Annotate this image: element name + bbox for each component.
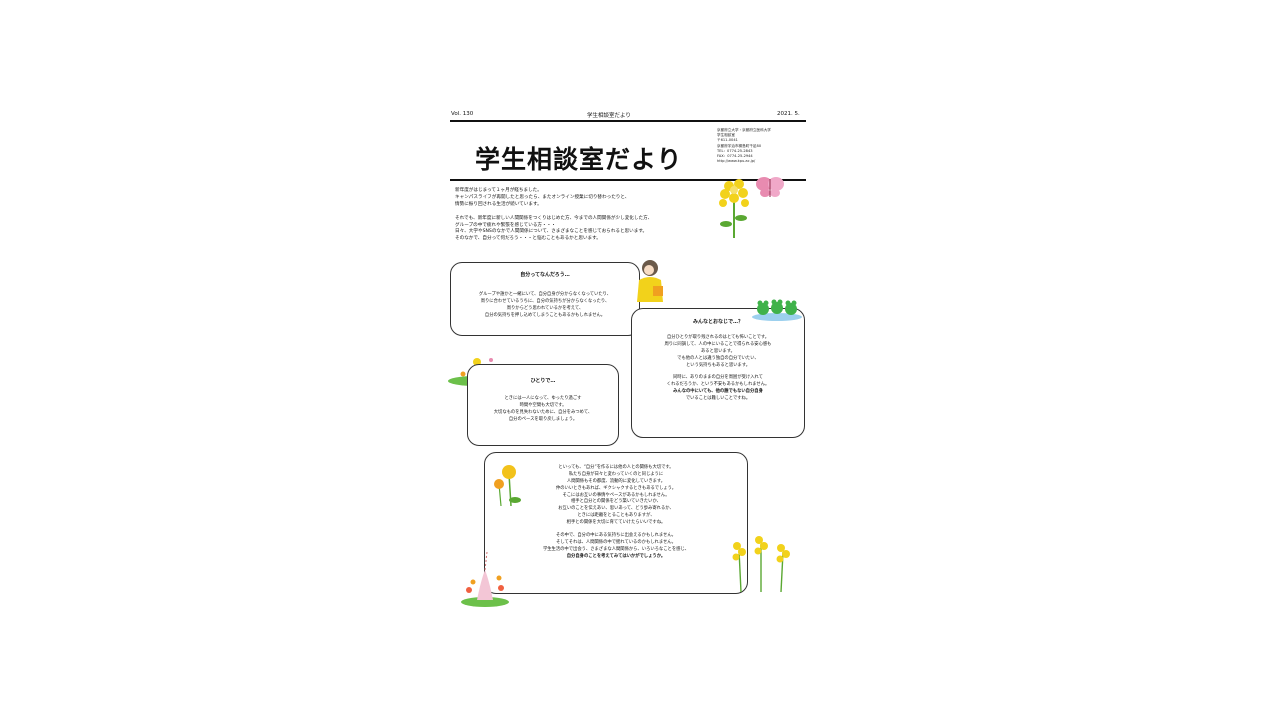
butterfly-icon xyxy=(756,177,784,197)
box-line: みんなの中にいても、他の誰でもない自分自身 xyxy=(673,389,763,395)
box-line: ときには距離をとることもありますが、 xyxy=(577,513,655,519)
box-line: でも他の人とは違う独自の自分でいたい、 xyxy=(677,355,759,361)
box-line: ときには一人になって、ゆったり過ごす xyxy=(504,396,582,401)
intro-text: 新年度がはじまって１ヶ月が経ちました。 キャンパスライフが再開したと思ったら、ま… xyxy=(455,188,695,243)
header-center-title: 学生相談室だより xyxy=(587,113,631,119)
intro-line: 情勢に振り回される生活が続いています。 xyxy=(455,201,542,207)
top-rule xyxy=(450,120,806,122)
self-question-box: 自分ってなんだろう… グループや誰かと一緒にいて、自分自身が分からなくなっていた… xyxy=(450,262,640,336)
box-line: お互いのことを伝えあい、思いあって、どう歩み寄れるか、 xyxy=(558,506,674,512)
box-line: 相手と自分との関係をどう築いていきたいか、 xyxy=(571,499,661,505)
issue-date: 2021. 5. xyxy=(777,111,800,117)
box-line: 時間や空間も大切です。 xyxy=(519,402,567,408)
frogs-icon xyxy=(752,299,802,321)
box-line: 大切なものを見失わないために、自分をみつめて、 xyxy=(493,409,593,415)
box-line: 仲のいいときもあれば、ギクシャクするときもあるでしょう。 xyxy=(555,485,677,491)
girl-illustration-icon xyxy=(637,260,663,302)
dandelion-icon xyxy=(494,465,521,507)
box-line: そしてそれは、人間関係の中で揺れているのかもしれません。 xyxy=(556,539,676,545)
box-line: 自分自身のことを考えてみてはいかがでしょうか。 xyxy=(566,553,666,559)
box-line: そこにはお互いの事情やペースがあるかもしれません。 xyxy=(562,492,670,498)
box-line: 人間関係もその都度、流動的に変化していきます。 xyxy=(566,478,666,484)
intro-line: そのなかで、自分って何だろう・・・と悩むこともあるかと思います。 xyxy=(455,236,601,242)
box-heading: 自分ってなんだろう… xyxy=(520,272,570,278)
same-as-others-box: みんなとおなじで…？ 自分ひとりが取り残されるのはとても怖いことです。 周りに同… xyxy=(631,308,805,438)
alone-box: ひとりで… ときには一人になって、ゆったり過ごす 時間や空間も大切です。 大切な… xyxy=(467,364,619,446)
contact-info: 京都府立大学・京都府立医科大学 学生相談室 〒611-0041 京都府宇治市槇島… xyxy=(717,128,807,164)
box-line: 周りに合わせているうちに、自分の気持ちが分からなくなったり、 xyxy=(480,298,610,304)
rapeseed-cluster-icon xyxy=(732,536,790,593)
page-title: 学生相談室だより xyxy=(475,145,683,174)
intro-line: グループの中で疲れや緊張を感じている方・・・ xyxy=(455,222,556,228)
address-line: 〒611-0041 xyxy=(717,138,738,143)
address-line: http://www.kpu.ac.jp/ xyxy=(717,159,756,164)
box-line: 周りからどう思われているかを考えて、 xyxy=(506,305,584,311)
box-line: くれるだろうか、という不安もあるかもしれません。 xyxy=(666,382,770,388)
volume-number: Vol. 130 xyxy=(451,111,474,117)
box-heading: ひとりで… xyxy=(530,378,556,384)
flower-bush-icon xyxy=(461,551,509,607)
intro-line: それでも、新年度に新しい人間関係をつくりはじめた方、今までの人間関係が少し変化し… xyxy=(455,215,653,221)
address-line: 京都府立大学・京都府立医科大学 xyxy=(717,128,771,132)
box-line: グループや誰かと一緒にいて、自分自身が分からなくなっていたり、 xyxy=(478,292,612,297)
box-line: あると思います。 xyxy=(701,348,735,354)
intro-line xyxy=(455,209,695,216)
address-line: FAX：0774-25-2944 xyxy=(717,154,753,159)
box-line: 自分ひとりが取り残されるのはとても怖いことです。 xyxy=(666,335,770,340)
box-line: その中で、自分の中にある気持ちに出会えるかもしれません。 xyxy=(556,532,676,538)
box-line: 自分のペースを取り戻しましょう。 xyxy=(508,416,578,422)
address-line: TEL：0774-25-2843 xyxy=(717,148,753,153)
intro-line: 日々、大学やSNSのなかで人間関係について、さまざまなことを感じておられると思い… xyxy=(455,229,648,235)
intro-line: キャンパスライフが再開したと思ったら、またオンライン授業に切り替わったりと、 xyxy=(455,194,630,200)
box-heading: みんなとおなじで…？ xyxy=(692,319,743,325)
box-line: でいることは難しいことですね。 xyxy=(685,396,751,401)
rapeseed-flower-icon xyxy=(719,179,749,238)
box-line: 同時に、ありのままの自分を周囲が受け入れて xyxy=(673,375,763,381)
relationships-box: といっても、“自分”を作るには他の人との関係も大切です。 私たち自身が日々と変わ… xyxy=(484,452,748,594)
intro-line: 新年度がはじまって１ヶ月が経ちました。 xyxy=(455,188,542,193)
box-line: 周りに同調して、人の中にいることで得られる安心感も xyxy=(664,341,772,347)
newsletter-page: Vol. 130 学生相談室だより 2021. 5. 学生相談室だより 京都府立… xyxy=(447,104,809,616)
box-line: 自分の気持ちを押し込めてしまうこともあるかもしれません。 xyxy=(484,312,606,318)
box-line: 学生生活の中で出会う、さまざまな人間関係から、いろいろなことを感じ、 xyxy=(542,546,690,552)
title-bottom-rule xyxy=(450,179,806,181)
address-line: 京都府宇治市槇島町千足80 xyxy=(717,143,762,148)
box-line: 相手との関係を大切に育てていけたらいいですね。 xyxy=(566,520,666,525)
box-line: といっても、“自分”を作るには他の人との関係も大切です。 xyxy=(558,465,674,470)
box-line: 私たち自身が日々と変わっていくのと同じように xyxy=(568,471,664,477)
address-line: 学生相談室 xyxy=(717,133,735,138)
box-line: という気持ちもあると思います。 xyxy=(685,362,751,368)
